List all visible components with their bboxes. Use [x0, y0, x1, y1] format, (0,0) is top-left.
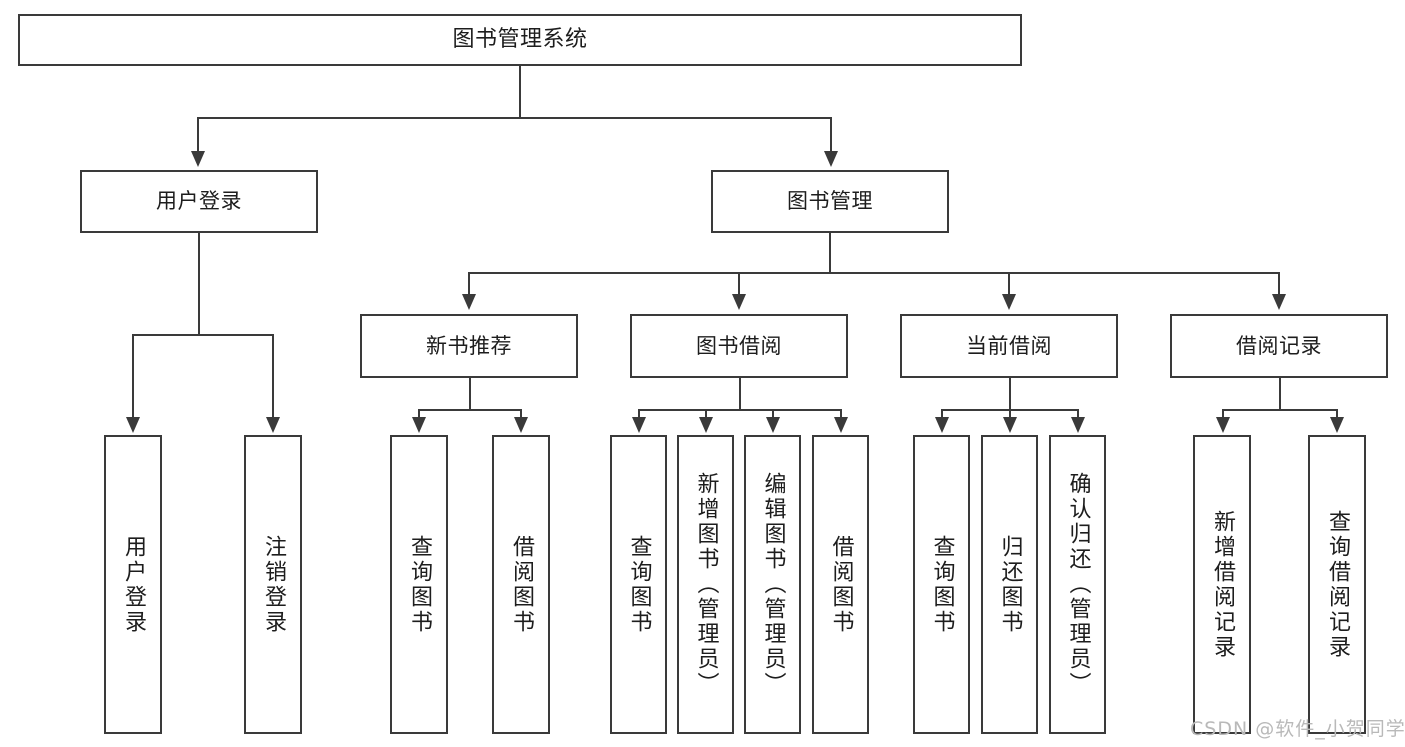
- leaf-nbr-borrow-book[interactable]: 借阅图书: [492, 435, 550, 734]
- edge-bb-drop-4: [840, 409, 842, 419]
- leaf-cb-confirm-return-admin[interactable]: 确认归还（管理员）: [1049, 435, 1106, 734]
- node-borrow-record[interactable]: 借阅记录: [1170, 314, 1388, 378]
- node-label: 图书管理系统: [452, 27, 588, 53]
- edge-br-stem: [1279, 378, 1281, 410]
- edge-cb-drop-3: [1077, 409, 1079, 419]
- edge-cb-drop-1: [941, 409, 943, 419]
- edge-nbr-stem: [469, 378, 471, 410]
- node-new-book-recommend[interactable]: 新书推荐: [360, 314, 578, 378]
- edge-root-stem: [519, 66, 521, 118]
- edge-nbr-drop-2: [520, 409, 522, 419]
- leaf-br-query-record[interactable]: 查询借阅记录: [1308, 435, 1366, 734]
- arrow-br-leaf-1: [1216, 417, 1230, 433]
- edge-book-management-stem: [829, 233, 831, 273]
- arrow-user-login-leaf-1: [126, 417, 140, 433]
- node-label: 图书借阅: [696, 333, 782, 358]
- node-label: 新增借阅记录: [1210, 509, 1235, 660]
- arrow-user-login-leaf-2: [266, 417, 280, 433]
- arrow-to-new-book-recommend: [462, 294, 476, 310]
- node-label: 查询图书: [407, 534, 432, 635]
- arrow-bb-leaf-3: [766, 417, 780, 433]
- leaf-nbr-query-book[interactable]: 查询图书: [390, 435, 448, 734]
- leaf-bb-borrow-book[interactable]: 借阅图书: [812, 435, 869, 734]
- edge-br-drop-1: [1222, 409, 1224, 419]
- node-label: 用户登录: [156, 189, 242, 214]
- node-label: 借阅记录: [1236, 333, 1322, 358]
- arrow-cb-leaf-2: [1003, 417, 1017, 433]
- edge-cb-stem: [1009, 378, 1011, 410]
- edge-bm-drop-4: [1278, 272, 1280, 296]
- leaf-cb-query-book[interactable]: 查询图书: [913, 435, 970, 734]
- leaf-cb-return-book[interactable]: 归还图书: [981, 435, 1038, 734]
- arrow-cb-leaf-3: [1071, 417, 1085, 433]
- arrow-to-book-borrow: [732, 294, 746, 310]
- leaf-bb-query-book[interactable]: 查询图书: [610, 435, 667, 734]
- leaf-bb-edit-book-admin[interactable]: 编辑图书（管理员）: [744, 435, 801, 734]
- edge-user-login-bus: [132, 334, 274, 336]
- edge-bb-bus: [638, 409, 841, 411]
- edge-book-management-bus: [468, 272, 1280, 274]
- node-label: 用户登录: [121, 534, 146, 635]
- edge-bb-drop-1: [638, 409, 640, 419]
- edge-bb-stem: [739, 378, 741, 410]
- edge-bb-drop-2: [705, 409, 707, 419]
- edge-cb-drop-2: [1009, 409, 1011, 419]
- arrow-cb-leaf-1: [935, 417, 949, 433]
- arrow-to-book-management: [824, 151, 838, 167]
- edge-br-bus: [1222, 409, 1337, 411]
- arrow-bb-leaf-2: [699, 417, 713, 433]
- edge-root-to-book-management: [830, 117, 832, 153]
- leaf-user-login-logout[interactable]: 注销登录: [244, 435, 302, 734]
- leaf-user-login-login[interactable]: 用户登录: [104, 435, 162, 734]
- node-user-login[interactable]: 用户登录: [80, 170, 318, 233]
- edge-root-bus: [197, 117, 832, 119]
- edge-bm-drop-3: [1008, 272, 1010, 296]
- edge-user-login-drop-1: [132, 334, 134, 419]
- node-label: 查询借阅记录: [1325, 509, 1350, 660]
- node-book-management[interactable]: 图书管理: [711, 170, 949, 233]
- edge-root-to-user-login: [197, 117, 199, 153]
- arrow-to-current-borrow: [1002, 294, 1016, 310]
- edge-nbr-bus: [418, 409, 521, 411]
- node-label: 新增图书（管理员）: [693, 472, 719, 697]
- leaf-bb-add-book-admin[interactable]: 新增图书（管理员）: [677, 435, 734, 734]
- arrow-nbr-leaf-2: [514, 417, 528, 433]
- node-label: 查询图书: [626, 534, 652, 635]
- edge-user-login-drop-2: [272, 334, 274, 419]
- node-current-borrow[interactable]: 当前借阅: [900, 314, 1118, 378]
- node-label: 注销登录: [261, 534, 286, 635]
- edge-bm-drop-2: [738, 272, 740, 296]
- node-label: 编辑图书（管理员）: [760, 472, 786, 697]
- edge-bb-drop-3: [772, 409, 774, 419]
- node-label: 借阅图书: [828, 534, 854, 635]
- node-label: 图书管理: [787, 189, 873, 214]
- csdn-watermark: CSDN @软件_小贺同学: [1190, 718, 1405, 740]
- node-label: 归还图书: [997, 534, 1023, 635]
- edge-br-drop-2: [1336, 409, 1338, 419]
- edge-nbr-drop-1: [418, 409, 420, 419]
- node-root-book-management-system[interactable]: 图书管理系统: [18, 14, 1022, 66]
- edge-bm-drop-1: [468, 272, 470, 296]
- arrow-nbr-leaf-1: [412, 417, 426, 433]
- node-label: 借阅图书: [509, 534, 534, 635]
- edge-user-login-stem: [198, 233, 200, 335]
- node-label: 当前借阅: [966, 333, 1052, 358]
- arrow-to-user-login: [191, 151, 205, 167]
- arrow-bb-leaf-4: [834, 417, 848, 433]
- node-book-borrow[interactable]: 图书借阅: [630, 314, 848, 378]
- arrow-bb-leaf-1: [632, 417, 646, 433]
- arrow-br-leaf-2: [1330, 417, 1344, 433]
- node-label: 确认归还（管理员）: [1065, 472, 1091, 697]
- arrow-to-borrow-record: [1272, 294, 1286, 310]
- leaf-br-add-record[interactable]: 新增借阅记录: [1193, 435, 1251, 734]
- node-label: 新书推荐: [426, 333, 512, 358]
- node-label: 查询图书: [929, 534, 955, 635]
